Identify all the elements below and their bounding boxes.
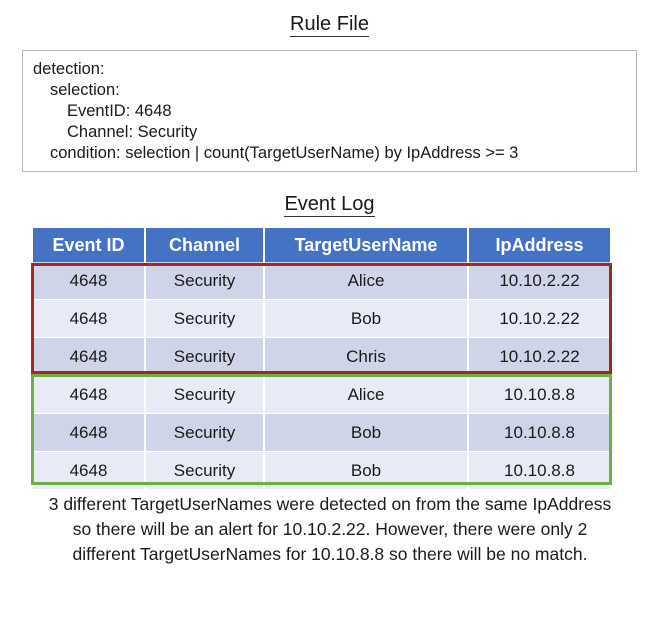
cell-target-user-name: Bob [263, 299, 469, 338]
cell-event-id: 4648 [33, 451, 146, 490]
cell-event-id: 4648 [33, 337, 146, 376]
cell-target-user-name: Bob [263, 413, 469, 452]
cell-ip-address: 10.10.8.8 [467, 451, 610, 490]
cell-event-id: 4648 [33, 299, 146, 338]
cell-channel: Security [144, 451, 265, 490]
cell-channel: Security [144, 262, 265, 300]
explanation-caption: 3 different TargetUserNames were detecte… [48, 494, 612, 564]
cell-event-id: 4648 [33, 413, 146, 452]
column-header-event-id: Event ID [33, 228, 146, 262]
cell-ip-address: 10.10.8.8 [467, 413, 610, 452]
cell-channel: Security [144, 337, 265, 376]
table-row: 4648 Security Bob 10.10.8.8 [33, 413, 610, 452]
event-log-title: Event Log [0, 192, 659, 217]
table-header-row: Event ID Channel TargetUserName IpAddres… [33, 228, 610, 262]
rule-file-title: Rule File [0, 12, 659, 37]
rule-file-box: detection: selection: EventID: 4648 Chan… [22, 50, 637, 172]
cell-target-user-name: Bob [263, 451, 469, 490]
column-header-channel: Channel [144, 228, 265, 262]
column-header-target-user-name: TargetUserName [263, 228, 469, 262]
cell-event-id: 4648 [33, 262, 146, 300]
cell-channel: Security [144, 375, 265, 414]
rule-line-channel: Channel: Security [67, 123, 198, 141]
cell-ip-address: 10.10.2.22 [467, 299, 610, 338]
rule-line-selection: selection: [50, 81, 120, 99]
table-row: 4648 Security Bob 10.10.2.22 [33, 299, 610, 338]
cell-channel: Security [144, 299, 265, 338]
cell-ip-address: 10.10.8.8 [467, 375, 610, 414]
cell-ip-address: 10.10.2.22 [467, 337, 610, 376]
column-header-ip-address: IpAddress [467, 228, 610, 262]
table-row: 4648 Security Alice 10.10.2.22 [33, 262, 610, 300]
cell-target-user-name: Alice [263, 375, 469, 414]
event-log-title-text: Event Log [284, 193, 375, 217]
cell-ip-address: 10.10.2.22 [467, 262, 610, 300]
rule-line-eventid: EventID: 4648 [67, 102, 172, 120]
event-log-table-wrap: Event ID Channel TargetUserName IpAddres… [33, 228, 610, 490]
rule-file-title-text: Rule File [290, 13, 369, 37]
cell-event-id: 4648 [33, 375, 146, 414]
table-row: 4648 Security Alice 10.10.8.8 [33, 375, 610, 414]
rule-line-detection: detection: [33, 60, 105, 78]
cell-target-user-name: Alice [263, 262, 469, 300]
table-row: 4648 Security Bob 10.10.8.8 [33, 451, 610, 490]
cell-channel: Security [144, 413, 265, 452]
table-row: 4648 Security Chris 10.10.2.22 [33, 337, 610, 376]
rule-line-condition: condition: selection | count(TargetUserN… [50, 144, 519, 162]
cell-target-user-name: Chris [263, 337, 469, 376]
event-log-table: Event ID Channel TargetUserName IpAddres… [33, 228, 610, 490]
